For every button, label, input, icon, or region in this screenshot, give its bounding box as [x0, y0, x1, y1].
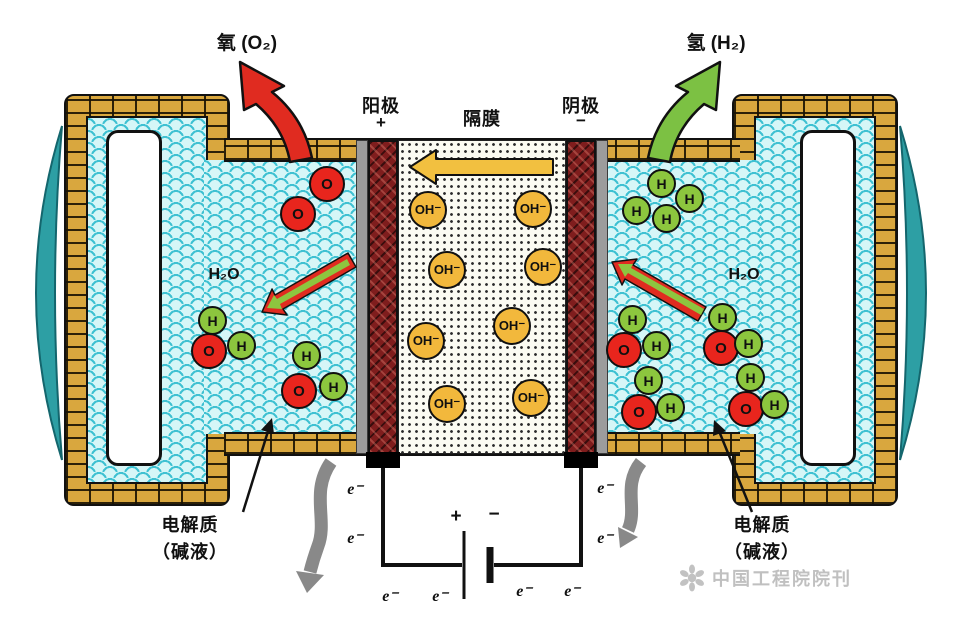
anode-electrode	[368, 140, 398, 454]
electron-label: e⁻	[597, 480, 613, 497]
battery-minus-label: −	[488, 504, 500, 525]
watermark-text: 中国工程院院刊	[712, 569, 852, 589]
hydrogen-atom: H	[642, 331, 671, 360]
hydroxide-ion: OH⁻	[428, 385, 466, 423]
left-cap-slot	[106, 130, 162, 466]
cathode-wire	[494, 468, 583, 567]
hydrogen-atom: H	[618, 305, 647, 334]
left-electron-arrowhead	[296, 571, 324, 593]
cathode-gray-strip	[596, 140, 608, 454]
oxygen-atom: O	[281, 373, 317, 409]
left-electron-arrow	[303, 458, 337, 574]
right-electron-arrow	[621, 457, 647, 533]
oxygen-atom: O	[191, 333, 227, 369]
battery-plus-label: +	[450, 506, 462, 527]
anode-label: 阳极	[362, 96, 400, 116]
electron-label: e⁻	[516, 583, 532, 600]
hydrogen-atom: H	[736, 363, 765, 392]
hydroxide-ion: OH⁻	[493, 307, 531, 345]
hydrogen-atom: H	[198, 306, 227, 335]
left-water-label: H₂O	[208, 266, 240, 283]
hydroxide-ion: OH⁻	[428, 251, 466, 289]
oxygen-atom: O	[280, 196, 316, 232]
anode-terminal	[366, 452, 400, 468]
right-electron-arrowhead	[618, 527, 638, 548]
left-crescent-shape	[35, 125, 63, 461]
right-crescent-shape	[899, 125, 927, 461]
hydroxide-ion: OH⁻	[407, 322, 445, 360]
oxygen-atom: O	[606, 332, 642, 368]
electron-label: e⁻	[432, 588, 448, 605]
oxygen-gas-label: 氧 (O₂)	[216, 33, 278, 54]
hydroxide-ion: OH⁻	[409, 191, 447, 229]
electron-label: e⁻	[347, 481, 363, 498]
hydrogen-atom: H	[708, 303, 737, 332]
electron-label: e⁻	[347, 530, 363, 547]
cathode-label: 阴极	[562, 96, 600, 116]
oxygen-atom: O	[703, 330, 739, 366]
watermark: 中国工程院院刊	[678, 564, 852, 592]
right-electrolyte-line2: （碱液）	[724, 542, 800, 562]
cathode-terminal	[564, 452, 598, 468]
electron-label: e⁻	[382, 588, 398, 605]
hydroxide-ion: OH⁻	[512, 379, 550, 417]
hydrogen-atom: H	[319, 372, 348, 401]
right-cap-slot	[800, 130, 856, 466]
cathode-sign: −	[576, 111, 586, 130]
right-electrolyte-label: 电解质 （碱液）	[700, 512, 824, 566]
electron-label: e⁻	[564, 583, 580, 600]
hydrogen-atom: H	[656, 393, 685, 422]
right-electrolyte-line1: 电解质	[733, 515, 791, 535]
anode-gray-strip	[356, 140, 368, 454]
left-electrolyte-line1: 电解质	[161, 515, 219, 535]
hydrogen-atom: H	[652, 204, 681, 233]
hydrogen-atom: H	[292, 341, 321, 370]
oxygen-atom: O	[621, 394, 657, 430]
hydroxide-ion: OH⁻	[524, 248, 562, 286]
hydrogen-atom: H	[760, 390, 789, 419]
anode-sign: +	[376, 113, 386, 132]
hydrogen-gas-label: 氢 (H₂)	[686, 33, 746, 54]
membrane-label: 隔膜	[463, 109, 501, 129]
right-water-label: H₂O	[728, 266, 760, 283]
hydrogen-atom: H	[634, 366, 663, 395]
hydrogen-atom: H	[734, 329, 763, 358]
oxygen-atom: O	[309, 166, 345, 202]
hydroxide-ion: OH⁻	[514, 190, 552, 228]
left-electrolyte-label: 电解质 （碱液）	[128, 512, 252, 566]
hydrogen-atom: H	[647, 169, 676, 198]
watermark-logo-icon	[680, 564, 704, 592]
hydrogen-atom: H	[675, 184, 704, 213]
hydrogen-atom: H	[227, 331, 256, 360]
electron-label: e⁻	[597, 530, 613, 547]
hydrogen-atom: H	[622, 196, 651, 225]
left-electrolyte-line2: （碱液）	[152, 542, 228, 562]
cathode-electrode	[566, 140, 596, 454]
oxygen-atom: O	[728, 391, 764, 427]
